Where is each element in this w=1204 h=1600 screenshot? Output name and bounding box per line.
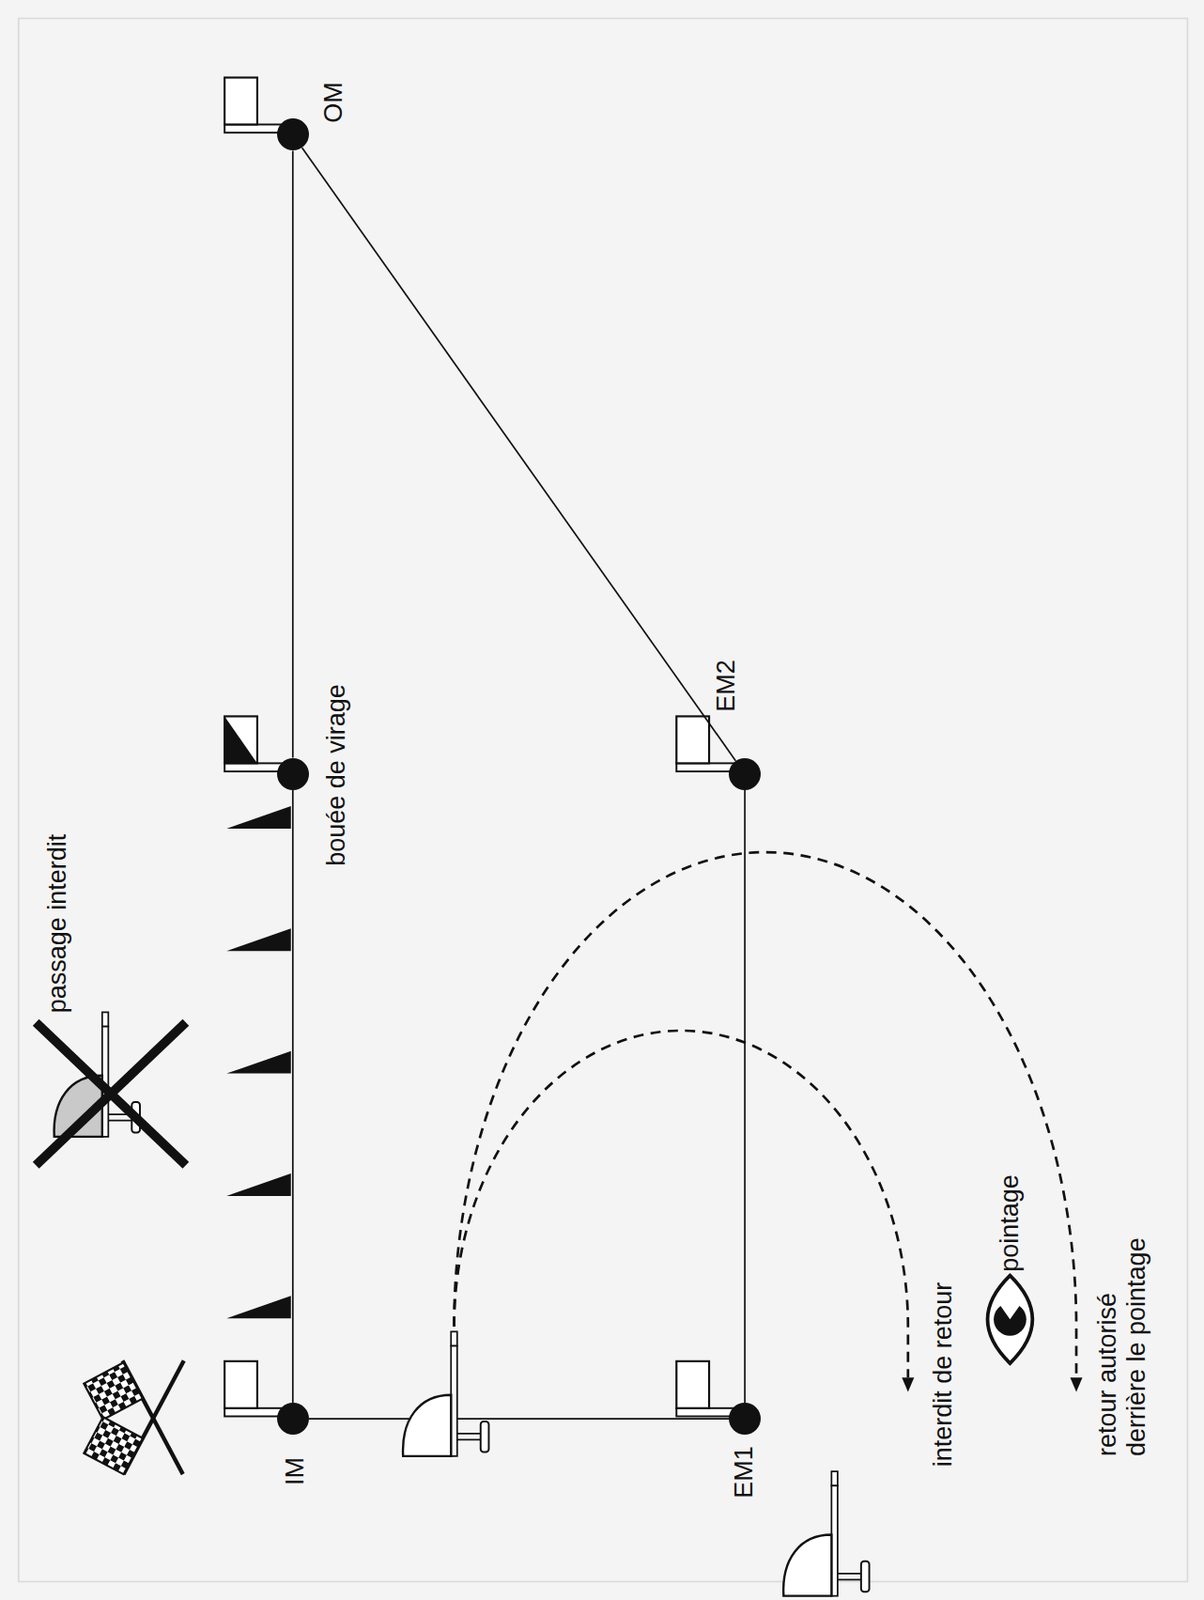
note-label: passage interdit: [43, 833, 73, 1014]
trajectory: [454, 851, 1078, 1377]
note-label: interdit de retour: [928, 1281, 958, 1467]
course-line: [292, 150, 294, 757]
trajectory: [454, 1030, 909, 1377]
checkered-flag: [83, 1416, 143, 1474]
buoy: EM1: [728, 1402, 761, 1435]
eye-icon: [987, 1275, 1034, 1363]
trajectories: [454, 851, 1078, 1377]
cross-line: [35, 1021, 186, 1165]
eye-notch: [997, 1301, 1022, 1319]
note-label: pointage: [995, 1173, 1025, 1272]
triangle-marker: [226, 927, 291, 951]
course-line: [302, 147, 737, 760]
buoy: bouée de virage: [277, 757, 309, 790]
course-line: [308, 1417, 729, 1420]
triangle-marker: [226, 1295, 291, 1318]
arrowhead: [901, 1376, 914, 1391]
note-label: retour autorisé derrière le pointage: [1093, 1220, 1152, 1456]
triangle-marker: [226, 1050, 291, 1074]
buoy-label: EM1: [730, 1445, 760, 1498]
buoy: EM2: [728, 757, 761, 790]
triangle-marker: [226, 1173, 291, 1196]
buoy-label: OM: [320, 81, 350, 124]
buoy: IM: [277, 1402, 309, 1435]
course-line: [743, 789, 746, 1404]
flag-half: [224, 715, 258, 763]
buoy: OM: [277, 118, 309, 151]
buoy-label: bouée de virage: [322, 683, 352, 866]
checkered-flag: [83, 1361, 143, 1420]
buoy-label: EM2: [711, 659, 741, 712]
boat: [402, 1330, 489, 1456]
cross-line: [35, 1021, 186, 1165]
forbidden-boat: [35, 1011, 186, 1165]
checkered-flags: [82, 1339, 184, 1496]
forbidden-markers: [226, 805, 291, 1318]
arrowhead: [1070, 1376, 1083, 1391]
eye-outline: [987, 1275, 1034, 1363]
buoy-label: IM: [281, 1456, 311, 1485]
course-line: [292, 789, 294, 1404]
triangle-marker: [226, 805, 291, 829]
boat: [783, 1470, 869, 1596]
frame: [18, 18, 1189, 1582]
